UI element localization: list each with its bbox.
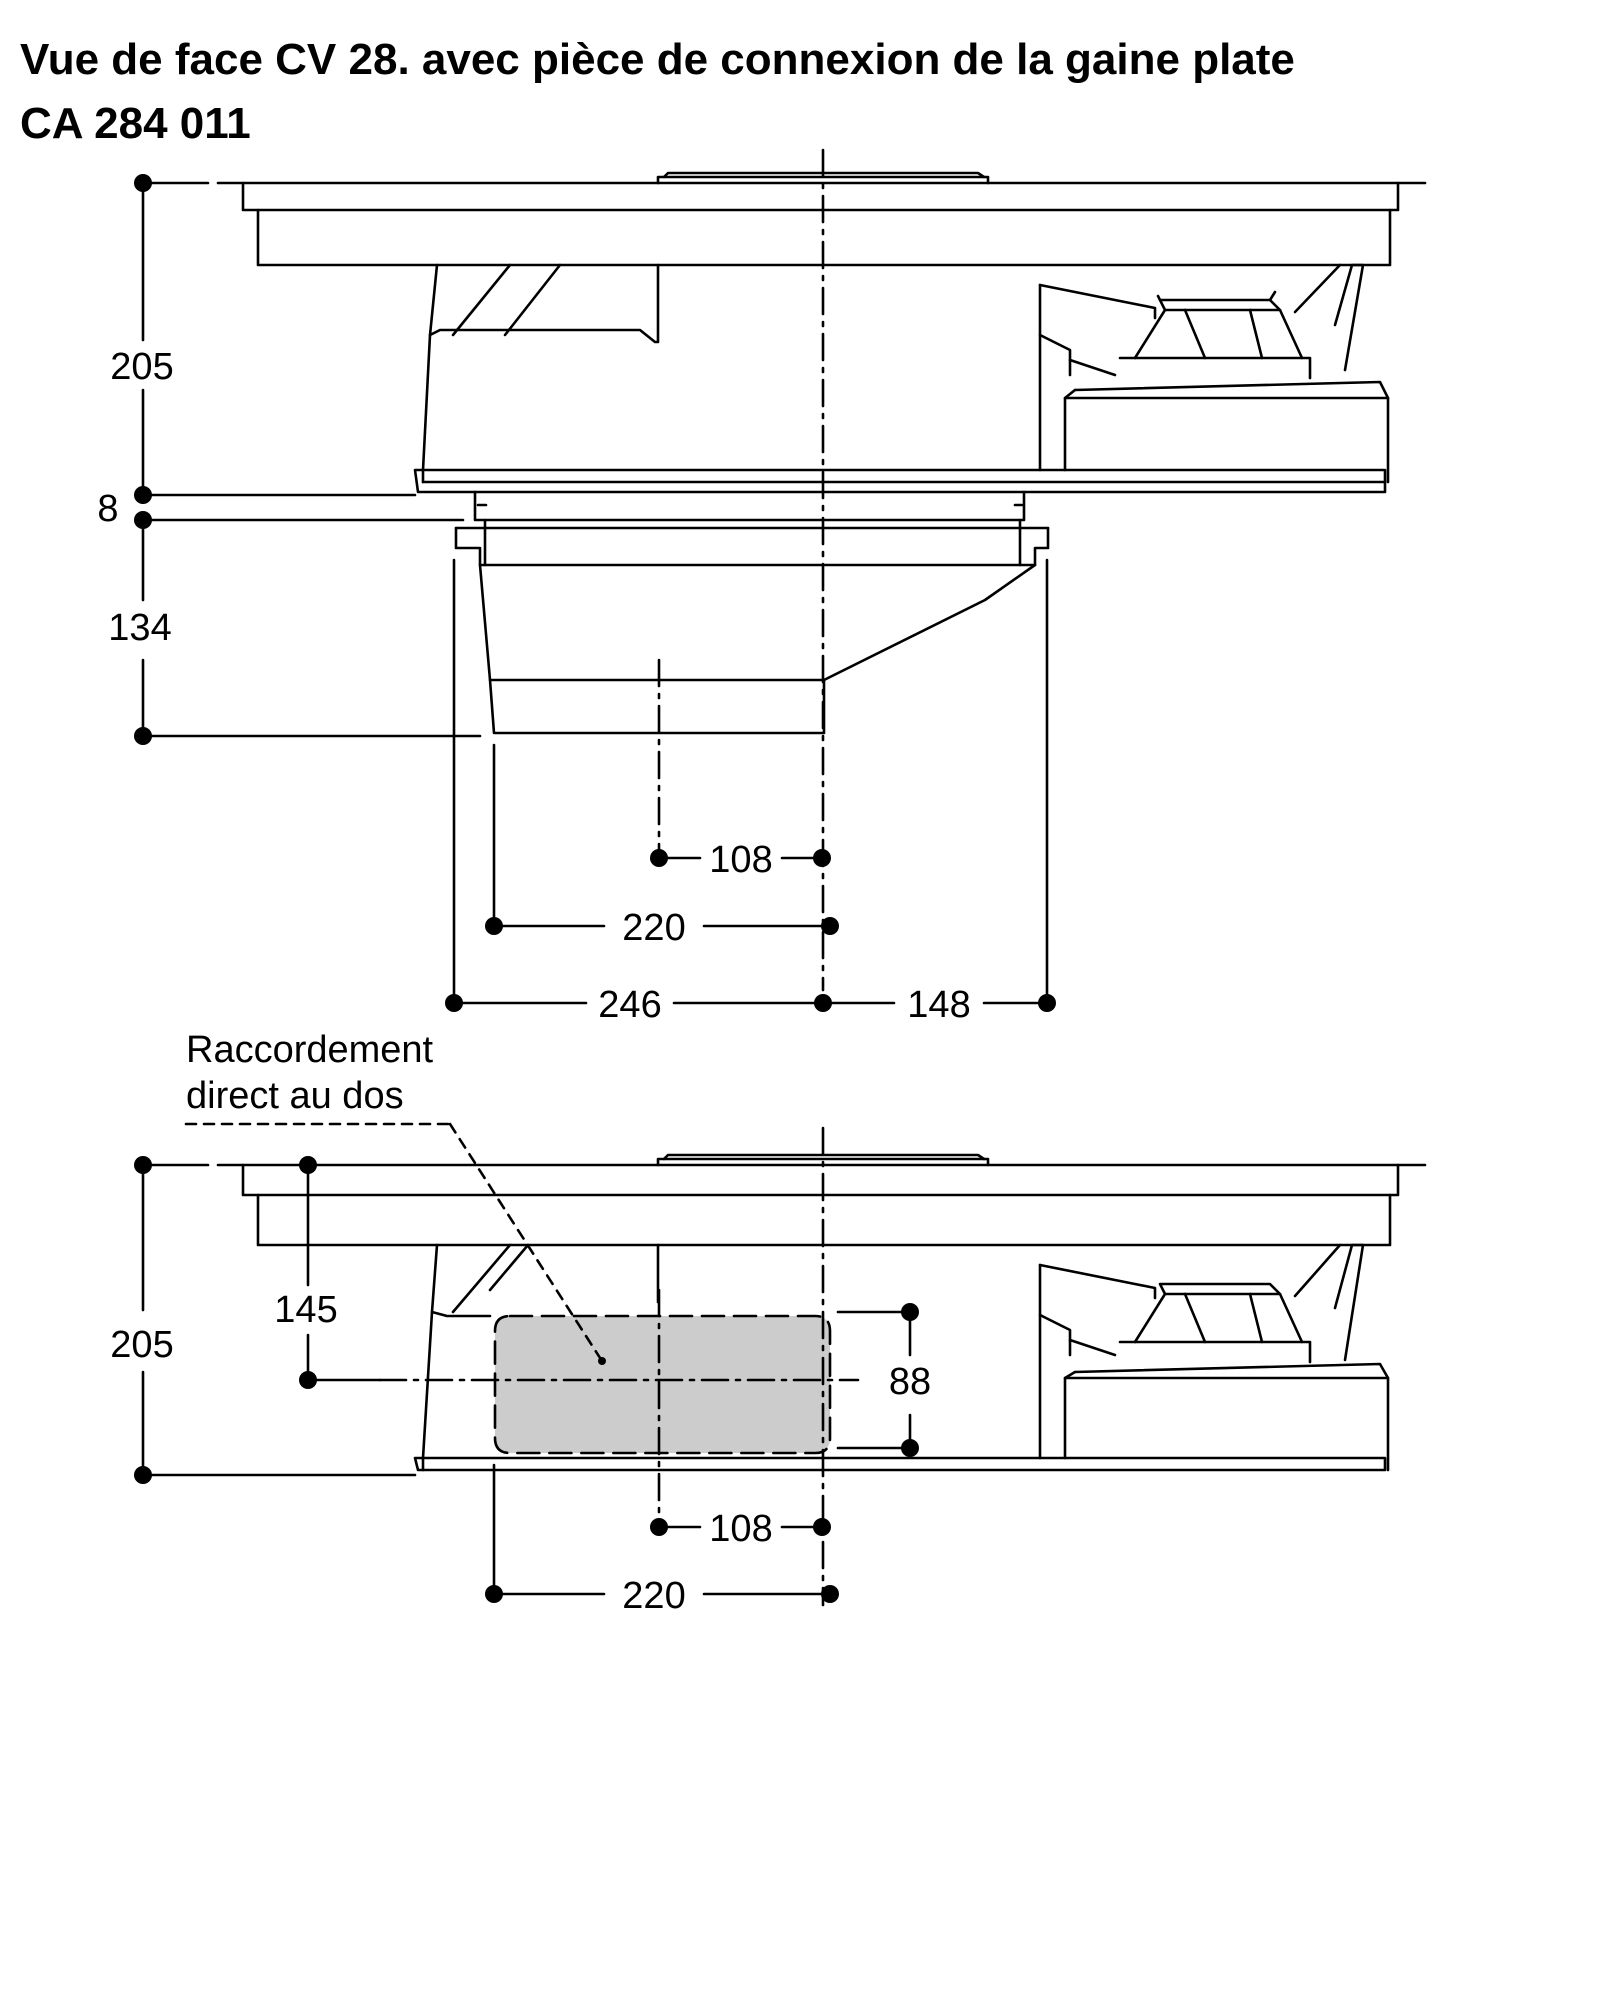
dim-label-outlet-width-bottom: 220	[622, 1575, 685, 1617]
top-duct-adapter	[454, 490, 1050, 735]
dim-label-total-height-top: 205	[110, 346, 173, 388]
note-leader	[184, 1122, 604, 1363]
dim-label-outlet-offset-bottom: 108	[709, 1508, 772, 1550]
dim-label-left-extent: 246	[598, 984, 661, 1026]
dim-label-outlet-offset-top: 108	[709, 839, 772, 881]
dim-label-outlet-center-height: 145	[274, 1289, 337, 1331]
dim-label-total-height-bottom: 205	[110, 1324, 173, 1366]
dim-label-outlet-height: 88	[889, 1361, 931, 1403]
dim-label-right-extent: 148	[907, 984, 970, 1026]
page-title: Vue de face CV 28. avec pièce de connexi…	[20, 28, 1295, 156]
title-line-1: Vue de face CV 28. avec pièce de connexi…	[20, 35, 1295, 84]
top-dimensions	[141, 181, 1049, 1005]
dimension-markers	[134, 174, 1056, 1603]
rear-outlet-area	[493, 1314, 832, 1455]
note-line-1: Raccordement	[186, 1029, 434, 1071]
title-line-2: CA 284 011	[20, 99, 251, 148]
dim-label-outlet-width-top: 220	[622, 907, 685, 949]
top-hob-assembly	[216, 171, 1427, 494]
dim-label-adapter-height: 134	[108, 607, 171, 649]
note-line-2: direct au dos	[186, 1075, 404, 1117]
bottom-centerlines	[378, 1126, 860, 1607]
dim-label-gap: 8	[97, 488, 118, 530]
